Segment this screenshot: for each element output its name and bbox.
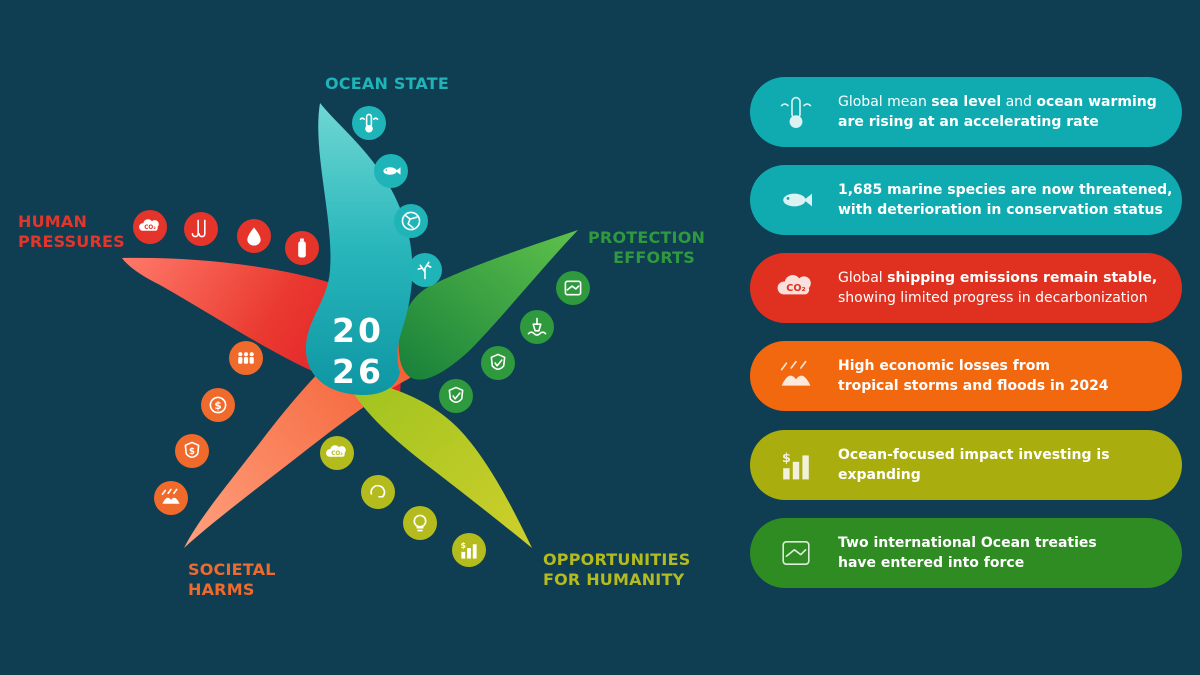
economic-loss-icon: $ <box>201 388 235 422</box>
finding-card: CO₂ Global shipping emissions remain stab… <box>750 253 1182 323</box>
label-ocean-state: OCEAN STATE <box>325 74 449 93</box>
co2-capture-icon: CO₂ <box>320 436 354 470</box>
label-protection-efforts: PROTECTION EFFORTS <box>588 228 706 267</box>
year-line-1: 20 <box>332 311 384 350</box>
finding-emphasis: Two international Ocean treaties <box>838 535 1097 551</box>
arm-opportunities <box>345 378 532 548</box>
thermometer-icon <box>352 106 386 140</box>
finding-card: High economic losses from tropical storms… <box>750 341 1182 411</box>
svg-text:$: $ <box>214 400 221 412</box>
label-societal-harms: SOCIETAL HARMS <box>188 560 276 599</box>
finding-text-span: Global <box>838 270 888 286</box>
fishing-hooks-icon <box>184 212 218 246</box>
finding-text: Global mean sea level and ocean warming a… <box>838 77 1174 147</box>
storm-flood-icon <box>780 360 811 386</box>
finding-text-span: Global mean <box>838 94 932 110</box>
treaty-handshake-icon <box>782 541 810 565</box>
svg-text:CO₂: CO₂ <box>144 225 156 231</box>
finding-text-span: and <box>1001 94 1037 110</box>
finding-text-span: showing limited progress in decarbonizat… <box>838 290 1148 306</box>
protected-area-icon <box>439 379 473 413</box>
buoy-icon <box>520 310 554 344</box>
storm-flood-icon <box>154 481 188 515</box>
arm-ocean-state <box>305 103 413 395</box>
svg-text:CO₂: CO₂ <box>786 283 805 294</box>
insurance-icon: $ <box>175 434 209 468</box>
finding-text: Global shipping emissions remain stable,… <box>838 253 1174 323</box>
plastic-bottle-icon <box>285 231 319 265</box>
fish-icon <box>374 154 408 188</box>
svg-text:$: $ <box>782 451 791 466</box>
growth-bars-icon: $ <box>782 451 809 480</box>
icon-layer: CO₂ $ $ $ CO₂ <box>133 106 590 567</box>
thermometer-icon <box>780 96 812 128</box>
finding-text: High economic losses from tropical storms… <box>838 341 1174 411</box>
finding-card: 1,685 marine species are now threatened,… <box>750 165 1182 235</box>
label-opportunities: OPPORTUNITIES FOR HUMANITY <box>543 550 691 589</box>
year-line-2: 26 <box>332 352 384 391</box>
finding-emphasis: shipping emissions remain stable, <box>887 270 1158 286</box>
finding-emphasis: with deterioration in conservation statu… <box>838 202 1163 218</box>
cracked-globe-icon <box>394 204 428 238</box>
fish-icon <box>783 193 812 207</box>
lightbulb-icon <box>403 506 437 540</box>
finding-emphasis: have entered into force <box>838 555 1025 571</box>
growth-bars-icon: $ <box>452 533 486 567</box>
coral-icon <box>408 253 442 287</box>
finding-emphasis: Ocean-focused impact investing is expand… <box>838 447 1110 483</box>
ocean-star-diagram: CO₂ $ $ $ CO₂ 20 26 <box>122 103 590 567</box>
finding-text: Two international Ocean treaties have ent… <box>838 518 1174 588</box>
finding-emphasis: High economic losses from <box>838 358 1050 374</box>
finding-card: Global mean sea level and ocean warming a… <box>750 77 1182 147</box>
finding-emphasis: ocean warming <box>1036 94 1157 110</box>
finding-card: $ Ocean-focused impact investing is expan… <box>750 430 1182 500</box>
crowd-icon <box>229 341 263 375</box>
oil-drop-icon <box>237 219 271 253</box>
shield-hands-icon <box>481 346 515 380</box>
svg-text:$: $ <box>189 447 195 457</box>
treaty-handshake-icon <box>556 271 590 305</box>
arm-protection-efforts <box>398 230 578 380</box>
finding-emphasis: 1,685 marine species are now threatened, <box>838 182 1173 198</box>
co2-cloud-icon: CO₂ <box>777 275 811 295</box>
finding-emphasis: are rising at an accelerating rate <box>838 114 1099 130</box>
finding-emphasis: sea level <box>931 94 1002 110</box>
finding-card: Two international Ocean treaties have ent… <box>750 518 1182 588</box>
label-human-pressures: HUMAN PRESSURES <box>18 212 125 251</box>
finding-text: 1,685 marine species are now threatened,… <box>838 165 1174 235</box>
finding-emphasis: tropical storms and floods in 2024 <box>838 378 1109 394</box>
recycle-icon <box>361 475 395 509</box>
svg-text:$: $ <box>461 541 466 550</box>
svg-text:CO₂: CO₂ <box>331 451 343 457</box>
co2-cloud-icon: CO₂ <box>133 210 167 244</box>
finding-text: Ocean-focused impact investing is expand… <box>838 430 1174 500</box>
